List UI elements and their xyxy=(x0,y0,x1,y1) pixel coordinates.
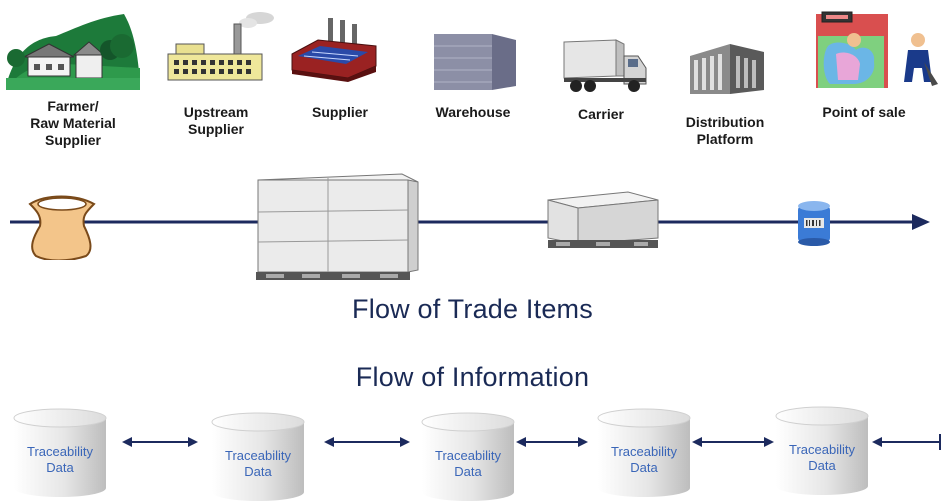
stage-label-warehouse: Warehouse xyxy=(435,104,511,120)
factory-icon xyxy=(167,12,274,81)
stage-label-point-of-sale: Point of sale xyxy=(822,104,906,120)
database-icon xyxy=(13,408,107,497)
stage-label-farmer: Farmer/ Raw Material Supplier xyxy=(30,98,116,148)
distribution-building-icon xyxy=(690,44,764,94)
trade-flow-arrow xyxy=(10,214,930,230)
stage-label-carrier: Carrier xyxy=(578,106,624,122)
database-icon xyxy=(597,408,691,497)
supplier-factory-icon xyxy=(291,18,377,82)
pallet-stack-icon xyxy=(256,173,419,280)
stage-label-distribution-platform: Distribution Platform xyxy=(685,114,765,147)
database-icon xyxy=(421,412,515,501)
can-icon xyxy=(798,201,830,246)
database-icon xyxy=(211,412,305,501)
truck-icon xyxy=(563,39,647,92)
farm-icon xyxy=(6,14,140,90)
sack-icon xyxy=(28,195,96,260)
shopper-icon xyxy=(816,11,938,88)
pallet-box-icon xyxy=(547,191,659,248)
flow-of-trade-items-heading: Flow of Trade Items xyxy=(352,294,593,324)
stage-label-supplier: Supplier xyxy=(311,104,368,120)
information-flow-arrows xyxy=(122,434,941,450)
database-icon xyxy=(775,406,869,495)
warehouse-icon xyxy=(434,34,516,90)
flow-of-information-heading: Flow of Information xyxy=(355,362,590,392)
stage-label-upstream-supplier: Upstream Supplier xyxy=(183,104,249,137)
